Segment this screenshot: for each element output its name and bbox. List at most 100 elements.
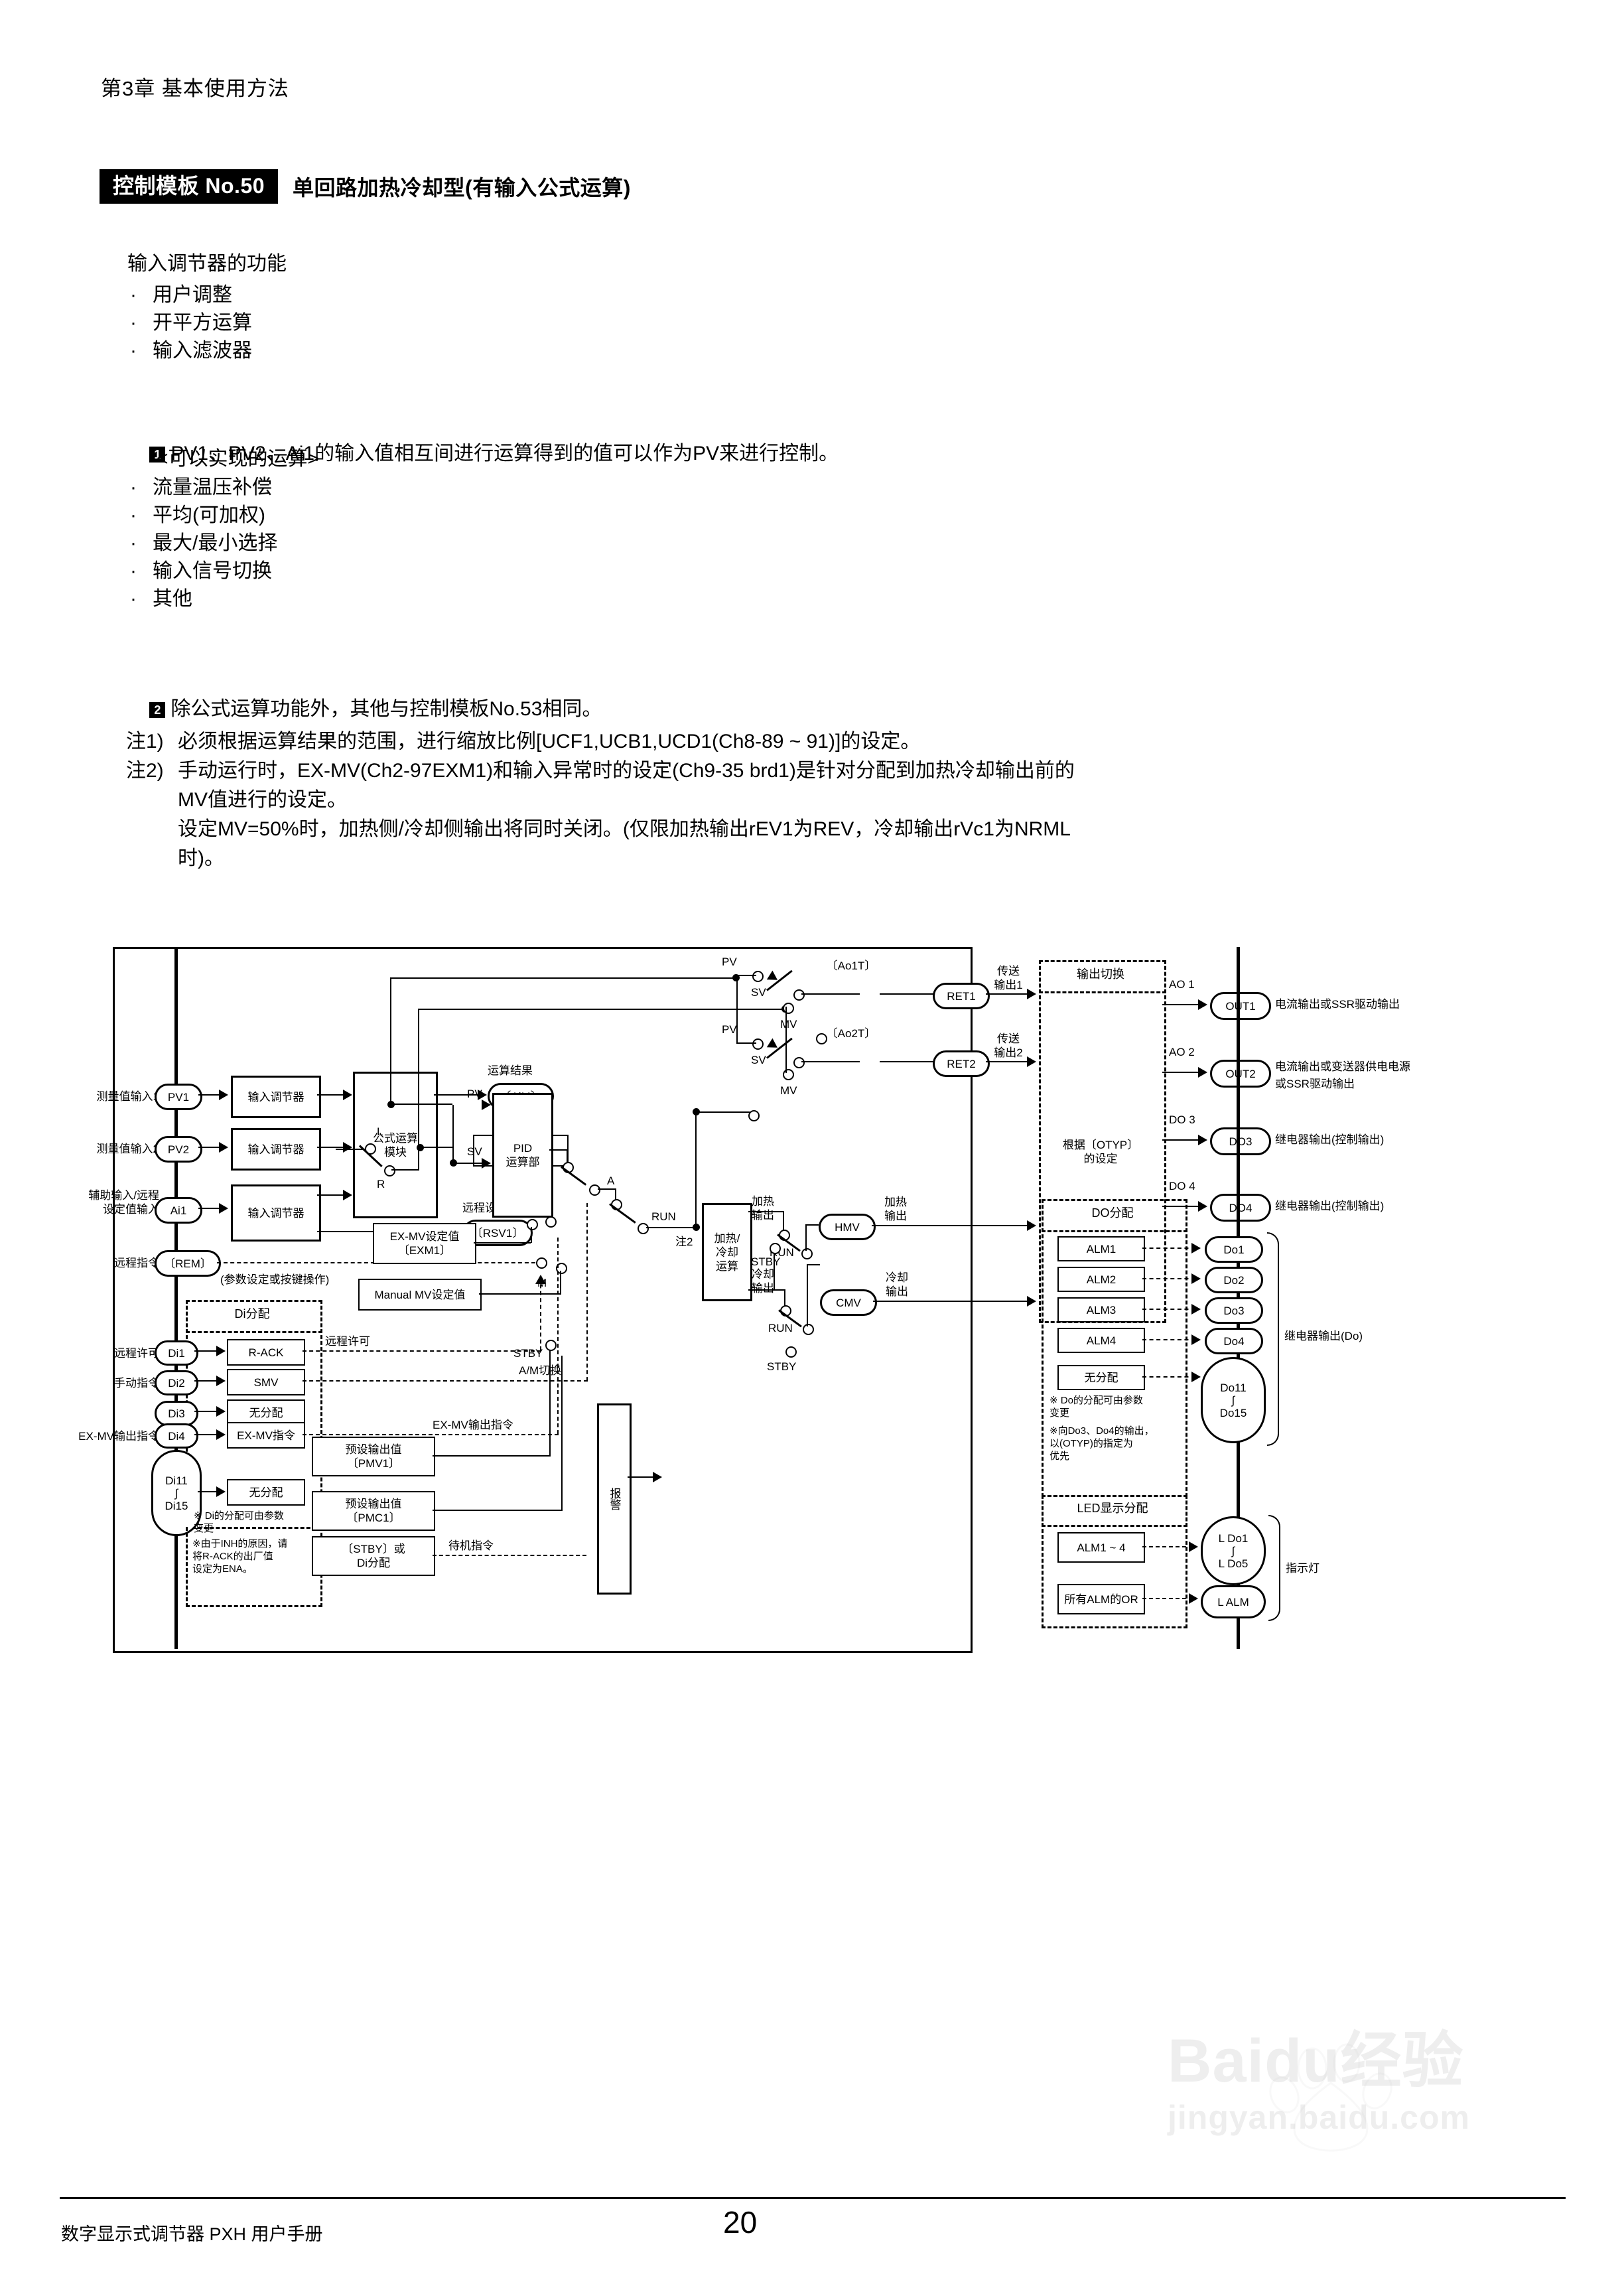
rem-label: 远程指令 (114, 1257, 159, 1269)
arrow-icon (482, 1100, 491, 1110)
arrow-icon (343, 1190, 352, 1200)
switch-node-ao2-pv[interactable] (752, 1038, 764, 1050)
note1-label: 注1) (126, 731, 164, 752)
stby-pmv-label: STBY (513, 1347, 543, 1360)
switch-node-manual[interactable] (556, 1263, 567, 1274)
arrow-icon (219, 1090, 228, 1100)
arrow-icon (1027, 989, 1036, 999)
arrow-icon (219, 1203, 228, 1214)
led-brace-label: 指示灯 (1286, 1562, 1320, 1575)
di-label-3: EX-MV输出指令 (78, 1430, 159, 1443)
pill-ret1: RET1 (933, 983, 990, 1009)
pill-ao2t: 〔Ao2T〕 (826, 1027, 876, 1040)
do-range-assign: 无分配 (1057, 1365, 1145, 1390)
footer-manual-name: 数字显示式调节器 PXH 用户手册 (61, 2224, 323, 2244)
switch-node-stby2[interactable] (785, 1346, 797, 1358)
pill-di-range: Di11 ∫ Di15 (151, 1450, 202, 1536)
pill-do4: DO4 (1210, 1194, 1271, 1222)
switch-node-ao1-common[interactable] (793, 989, 805, 1001)
port-tag-0: AO 1 (1169, 978, 1195, 991)
arrow-icon (478, 1090, 487, 1100)
heat-output-label: 加热 输出 (752, 1195, 774, 1222)
pill-di1: Di1 (155, 1340, 198, 1366)
port-desc-3: 继电器输出(控制输出) (1275, 1200, 1385, 1212)
arrow-icon (1191, 1273, 1201, 1284)
switch-node-hmv[interactable] (801, 1248, 813, 1259)
do-assign-1: ALM2 (1057, 1267, 1145, 1292)
do-note-0: ※ Do的分配可由参数 变更 (1049, 1395, 1143, 1419)
section-title: 控制模板 No.50 单回路加热冷却型(有输入公式运算) (100, 169, 631, 204)
switch-node-ao2-common[interactable] (793, 1057, 805, 1068)
input-label-0: 测量值输入1 (96, 1090, 159, 1103)
port-tag-3: DO 4 (1169, 1180, 1195, 1192)
di-out-label-0: 远程许可 (325, 1335, 370, 1348)
exmv-out-label: EX-MV输出指令 (433, 1419, 513, 1431)
list-item: ·输入信号切换 (130, 560, 272, 582)
switch-label-L: L (377, 1125, 383, 1138)
switch-node-ao2-sv[interactable] (783, 1069, 794, 1080)
note2-line2: MV值进行的设定。 (178, 789, 347, 811)
di-label-1: 手动指令 (114, 1377, 159, 1389)
switch-node-run[interactable] (638, 1223, 649, 1234)
item1-marker: 1 (149, 447, 166, 463)
switch-node-rsv[interactable] (545, 1216, 557, 1228)
list-item: ·平均(可加权) (130, 504, 265, 526)
pill-di2: Di2 (155, 1370, 198, 1395)
pill-out1: OUT1 (1210, 992, 1271, 1020)
switch-label-stby1: STBY (751, 1255, 781, 1268)
do-note-1: ※向Do3、Do4的输出， 以(OTYP)的指定为 优先 (1049, 1425, 1154, 1462)
pill-do3: DO3 (1210, 1127, 1271, 1155)
arrow-icon (1198, 999, 1207, 1010)
arrow-icon (1198, 1201, 1207, 1212)
di-note-0: ※ Di的分配可由参数 变更 (194, 1510, 284, 1534)
ao1-pv-label: PV (722, 956, 737, 968)
list-item: ·开平方运算 (130, 312, 252, 334)
arrow-icon (216, 1486, 226, 1497)
switch-node-ao1-pv[interactable] (752, 971, 764, 982)
switch-node-ao1-mv[interactable] (816, 1033, 827, 1044)
pid-sv-label: SV (467, 1145, 482, 1158)
switch-label-run3: RUN (768, 1322, 793, 1334)
preset-pmc1-box: 预设输出值 〔PMC1〕 (312, 1491, 435, 1531)
switch-node-a[interactable] (589, 1184, 600, 1196)
switch-node-exmv[interactable] (527, 1219, 538, 1230)
input-label-2: 辅助输入/远程 设定值输入 (88, 1189, 159, 1216)
template-badge: 控制模板 No.50 (100, 169, 279, 204)
heat-cool-block: 加热/ 冷却 运算 (702, 1203, 752, 1301)
arrow-icon (343, 1142, 352, 1153)
arrow-icon (1189, 1541, 1198, 1552)
port-desc-0: 电流输出或SSR驱动输出 (1275, 998, 1400, 1011)
switch-node-stby-pmv[interactable] (545, 1340, 557, 1351)
transmit-label-2: 传送 输出2 (994, 1033, 1023, 1059)
switch-label-stby2: STBY (767, 1360, 797, 1373)
arrow-icon (1191, 1372, 1201, 1382)
switch-node-rem[interactable] (536, 1257, 547, 1269)
list-item: ·流量温压补偿 (130, 476, 272, 498)
section1-bullet-list: ·用户调整 ·开平方运算 ·输入滤波器 (130, 281, 252, 365)
stby-di-box: 〔STBY〕或 Di分配 (312, 1536, 435, 1576)
switch-node-ao2-mv[interactable] (748, 1110, 760, 1121)
switch-node-ao1-sv[interactable] (783, 1003, 794, 1014)
led-brace (1268, 1515, 1280, 1621)
led-assign-1: 所有ALM的OR (1057, 1584, 1145, 1614)
am-switch-label: A/M切换 (519, 1364, 562, 1377)
arrow-icon (1198, 1135, 1207, 1145)
pill-do2: Do2 (1205, 1267, 1263, 1293)
led-assign-title-box (1042, 1495, 1187, 1527)
arrow-icon (1191, 1334, 1201, 1345)
switch-node-R[interactable] (384, 1165, 395, 1176)
note2-line4: 时)。 (178, 847, 224, 869)
switch-node-stby1[interactable] (770, 1243, 781, 1254)
pill-pv1: PV1 (155, 1084, 202, 1110)
input-adjuster-1: 输入调节器 (231, 1128, 321, 1171)
template-title-text: 单回路加热冷却型(有输入公式运算) (293, 176, 631, 200)
port-tag-1: AO 2 (1169, 1046, 1195, 1058)
input-adjuster-2: 输入调节器 (231, 1184, 321, 1242)
arrow-icon (216, 1429, 226, 1440)
output-switch-title: 输出切换 (1077, 967, 1124, 981)
arrow-icon (1027, 1296, 1036, 1307)
control-block-diagram: 测量值输入1 PV1 输入调节器 测量值输入2 PV2 输入调节器 辅助输入/远… (78, 946, 1479, 1662)
list-item: ·输入滤波器 (130, 340, 252, 362)
switch-node-cmv[interactable] (803, 1324, 814, 1335)
